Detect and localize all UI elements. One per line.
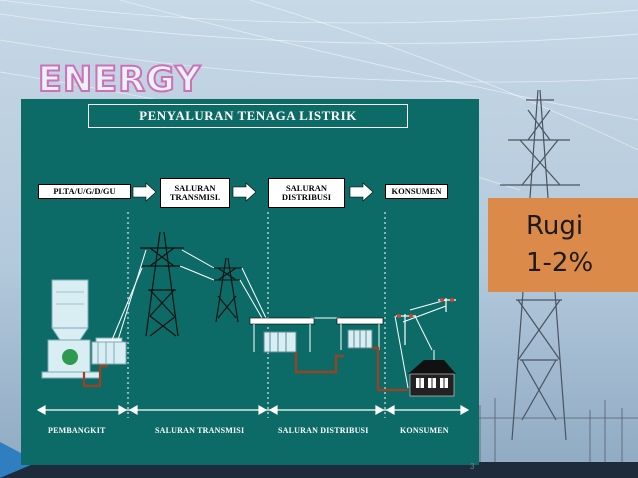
insulator-icons	[397, 298, 454, 318]
loss-callout-value: 1-2%	[526, 248, 594, 278]
stage-box-pembangkit: PLTA/U/G/D/GU	[38, 184, 131, 199]
ground-cable	[82, 364, 108, 388]
diagram-panel	[21, 99, 479, 465]
conductors	[111, 249, 447, 389]
segment-label-konsumen: KONSUMEN	[400, 426, 449, 435]
service-cable	[372, 346, 408, 392]
stage-label: SALURAN DISTRIBUSI	[281, 183, 332, 202]
segment-arrows	[36, 404, 470, 416]
segment-label-transmisi: SALURAN TRANSMISI	[155, 426, 245, 435]
house-icon	[408, 350, 456, 397]
arrow-right-icon	[232, 182, 257, 202]
stage-box-transmisi: SALURAN TRANSMISI.	[160, 178, 230, 208]
stage-box-konsumen: KONSUMEN	[385, 184, 448, 199]
footer-accent	[0, 442, 38, 478]
segment-label-distribusi: SALURAN DISTRIBUSI	[278, 426, 369, 435]
power-plant-icon	[41, 279, 127, 379]
distribution-cable	[294, 352, 344, 374]
section-dividers	[127, 212, 386, 418]
distribution-transformer-icon	[336, 317, 384, 350]
stage-label: PLTA/U/G/D/GU	[53, 186, 116, 197]
arrow-right-icon	[132, 182, 157, 202]
loss-callout-title: Rugi	[526, 211, 584, 241]
substation-icon	[249, 317, 315, 353]
loss-callout: Rugi 1-2%	[488, 198, 638, 292]
arrow-right-icon	[349, 182, 374, 202]
stage-box-distribusi: SALURAN DISTRIBUSI	[268, 178, 345, 208]
stage-label: KONSUMEN	[391, 186, 442, 197]
slide-number: 3	[470, 462, 475, 471]
flow-arrows	[132, 182, 374, 202]
diagram-header: PENYALURAN TENAGA LISTRIK	[88, 104, 408, 128]
stage-label: SALURAN TRANSMISI.	[169, 183, 221, 202]
segment-label-pembangkit: PEMBANGKIT	[48, 426, 106, 435]
footer-band	[0, 462, 638, 478]
transmission-tower-large-icon	[140, 231, 184, 337]
transmission-tower-small-icon	[212, 257, 242, 323]
